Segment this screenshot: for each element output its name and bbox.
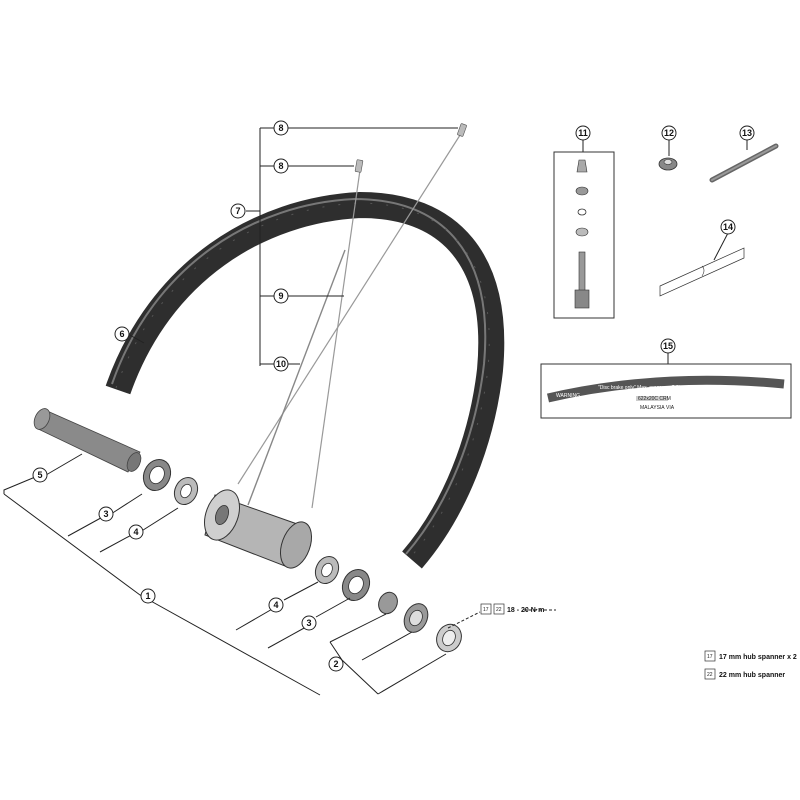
callout-15: 15 <box>663 341 673 351</box>
tool-legend <box>704 650 716 680</box>
sticker-mark: VIA <box>666 405 675 411</box>
legend-text-17: 17 mm hub spanner x 2 <box>719 654 797 661</box>
rim <box>105 191 505 569</box>
spoke-nipple-8b <box>354 159 364 173</box>
callout-2: 2 <box>333 659 338 669</box>
legend-icon-22: 22 <box>707 672 713 678</box>
cone-nut <box>378 591 462 653</box>
callout-3-left: 3 <box>103 509 108 519</box>
sticker-line1: "Disc brake only" Max. pressure: 7.0bar … <box>598 385 705 391</box>
callout-3-right: 3 <box>306 618 311 628</box>
callout-14: 14 <box>723 222 733 232</box>
sticker-warning: WARNING <box>556 393 580 399</box>
callout-1: 1 <box>145 591 150 601</box>
sticker-line3: MALAYSIA <box>640 405 665 411</box>
hub-shell <box>204 489 313 569</box>
sticker-label-box <box>636 396 668 401</box>
callout-10: 10 <box>276 359 286 369</box>
callout-5: 5 <box>37 470 42 480</box>
bearing-left <box>173 476 199 506</box>
callout-4-left: 4 <box>133 527 138 537</box>
part-14-rim-tape <box>659 232 745 297</box>
part-13-tool <box>709 140 779 183</box>
spokes <box>237 131 463 509</box>
torque-spec <box>480 603 505 615</box>
callout-9: 9 <box>278 291 283 301</box>
part-15-box <box>540 353 792 419</box>
callout-8-top: 8 <box>278 123 283 133</box>
callout-8-second: 8 <box>278 161 283 171</box>
callout-12: 12 <box>664 128 674 138</box>
lock-ring-left <box>142 458 172 492</box>
sticker-line2: 622x20C CRM <box>638 396 671 402</box>
callout-6: 6 <box>119 329 124 339</box>
legend-icon-17: 17 <box>707 654 713 660</box>
callout-7: 7 <box>235 206 240 216</box>
leader-lines <box>3 127 556 696</box>
spoke-nipple-8a <box>457 123 467 137</box>
bearing-right <box>314 555 340 585</box>
torque-value: 18 - 20 N·m <box>507 607 544 614</box>
legend-text-22: 22 mm hub spanner <box>719 672 785 679</box>
torque-spanner1: 17 <box>483 607 489 613</box>
part-11-box <box>553 140 615 319</box>
callout-13: 13 <box>742 128 752 138</box>
axle <box>33 408 142 473</box>
part-12-spacer <box>658 140 678 171</box>
callout-11: 11 <box>578 128 588 138</box>
callout-circles <box>32 120 755 672</box>
callout-4-right: 4 <box>273 600 278 610</box>
torque-spanner2: 22 <box>496 607 502 613</box>
lock-ring-right <box>341 568 371 602</box>
